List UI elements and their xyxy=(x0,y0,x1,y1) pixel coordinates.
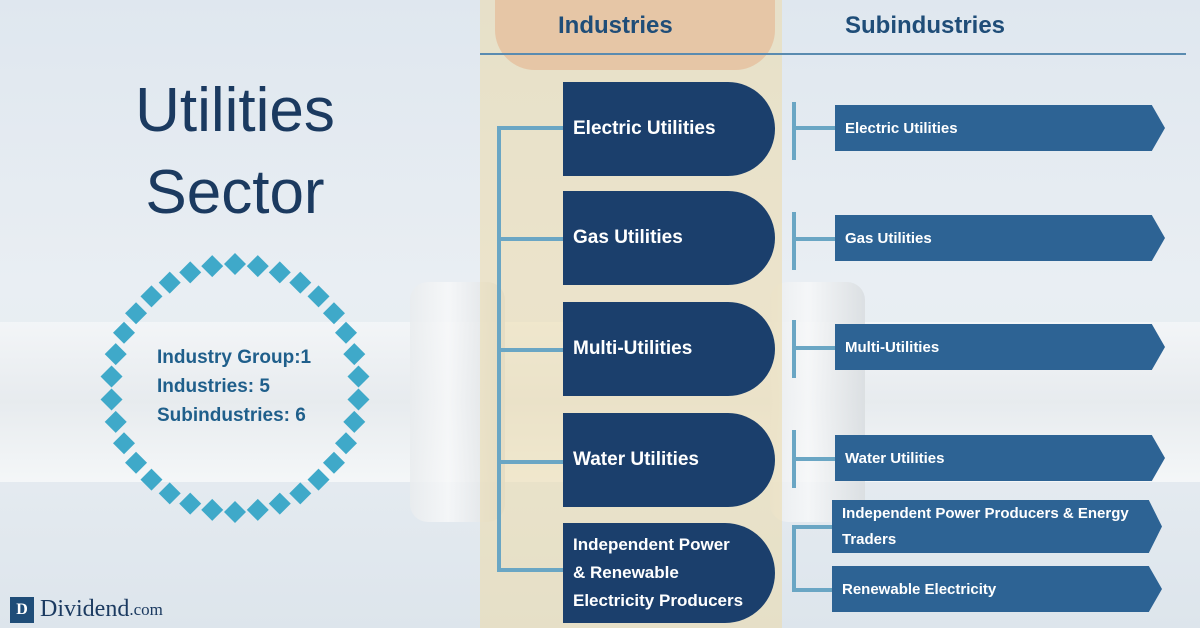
industry-label: Electric Utilities xyxy=(573,118,716,139)
badge-diamond xyxy=(268,492,291,515)
badge-diamond xyxy=(307,285,330,308)
industry-label: Independent Power xyxy=(573,535,730,554)
badge-diamond xyxy=(158,271,181,294)
badge-diamond xyxy=(112,321,135,344)
badge-diamond xyxy=(112,432,135,455)
industries-header: Industries xyxy=(558,12,673,39)
badge-diamond xyxy=(289,271,312,294)
subindustry-arrow: Multi-Utilities xyxy=(835,324,1165,370)
subindustries-count: Subindustries: 6 xyxy=(157,405,306,426)
badge-diamond xyxy=(100,365,123,388)
subindustry-label: Water Utilities xyxy=(845,449,945,467)
badge-diamond xyxy=(289,482,312,505)
sub-bracket xyxy=(792,346,836,350)
badge-diamond xyxy=(100,388,123,411)
industry-label: Gas Utilities xyxy=(573,227,683,248)
badge-diamond xyxy=(246,255,269,278)
sub-bracket xyxy=(792,126,836,130)
badge-diamond xyxy=(140,468,163,491)
logo-word: Dividend xyxy=(40,596,130,622)
badge-diamond xyxy=(347,365,370,388)
industry-box: Water Utilities xyxy=(563,413,775,507)
subindustry-label: Electric Utilities xyxy=(845,119,958,137)
badge-diamond xyxy=(246,498,269,521)
sub-bracket xyxy=(792,457,836,461)
page-title: Utilities Sector xyxy=(70,70,400,234)
badge-diamond xyxy=(125,451,148,474)
badge-diamond xyxy=(335,432,358,455)
valve-handle xyxy=(495,0,775,70)
subindustry-arrow: Electric Utilities xyxy=(835,105,1165,151)
industries-count: Industries: 5 xyxy=(157,376,270,397)
badge-diamond xyxy=(307,468,330,491)
badge-diamond xyxy=(140,285,163,308)
industry-connector xyxy=(497,126,563,130)
industry-label: & Renewable xyxy=(573,563,679,582)
sub-bracket xyxy=(792,102,796,160)
badge-diamond xyxy=(104,343,127,366)
subindustry-arrow: Renewable Electricity xyxy=(832,566,1162,612)
sub-bracket xyxy=(792,237,836,241)
logo-mark: D xyxy=(10,596,34,623)
industry-connector xyxy=(497,460,563,464)
subindustry-label: Independent Power Producers & Energy xyxy=(842,504,1129,522)
subindustry-arrow: Water Utilities xyxy=(835,435,1165,481)
sector-stats: Industry Group:1 Industries: 5 Subindust… xyxy=(157,343,311,430)
industry-box: Electric Utilities xyxy=(563,82,775,176)
industry-box: Independent Power & Renewable Electricit… xyxy=(563,523,775,623)
badge-diamond xyxy=(201,498,224,521)
badge-diamond xyxy=(322,302,345,325)
logo-suffix: .com xyxy=(129,599,163,619)
subindustry-label: Traders xyxy=(842,530,897,548)
pipe-flange xyxy=(770,282,865,522)
badge-diamond xyxy=(158,482,181,505)
industry-label: Multi-Utilities xyxy=(573,338,693,359)
sub-bracket xyxy=(792,525,832,529)
header-divider xyxy=(480,53,1186,55)
industry-box: Multi-Utilities xyxy=(563,302,775,396)
dividend-logo: D Dividend .com xyxy=(10,596,163,623)
badge-diamond xyxy=(125,302,148,325)
subindustry-arrow: Gas Utilities xyxy=(835,215,1165,261)
industry-label: Water Utilities xyxy=(573,449,699,470)
sub-bracket xyxy=(792,525,796,592)
badge-diamond xyxy=(179,261,202,284)
badge-diamond xyxy=(343,410,366,433)
sub-bracket xyxy=(792,588,832,592)
subindustries-header: Subindustries xyxy=(845,12,1006,39)
title-line-2: Sector xyxy=(145,158,325,227)
subindustry-label: Gas Utilities xyxy=(845,229,932,247)
star-badge xyxy=(100,253,370,523)
badge-diamond xyxy=(343,343,366,366)
industry-connector xyxy=(497,568,563,572)
badge-diamond xyxy=(347,388,370,411)
sub-bracket xyxy=(792,212,796,270)
industry-group-count: Industry Group:1 xyxy=(157,347,312,368)
badge-diamond xyxy=(224,253,246,275)
badge-diamond xyxy=(224,501,246,523)
industry-connector xyxy=(497,237,563,241)
badge-diamond xyxy=(201,255,224,278)
subindustry-label: Renewable Electricity xyxy=(842,580,997,598)
subindustry-label: Multi-Utilities xyxy=(845,338,940,356)
badge-diamond xyxy=(179,492,202,515)
industry-box: Gas Utilities xyxy=(563,191,775,285)
badge-diamond xyxy=(268,261,291,284)
badge-diamond xyxy=(335,321,358,344)
industry-label: Electricity Producers xyxy=(573,591,744,610)
industry-connector xyxy=(497,348,563,352)
badge-diamond xyxy=(322,451,345,474)
title-line-1: Utilities xyxy=(135,76,335,145)
subindustry-arrow: Independent Power Producers & Energy Tra… xyxy=(832,500,1162,553)
badge-diamond xyxy=(104,410,127,433)
